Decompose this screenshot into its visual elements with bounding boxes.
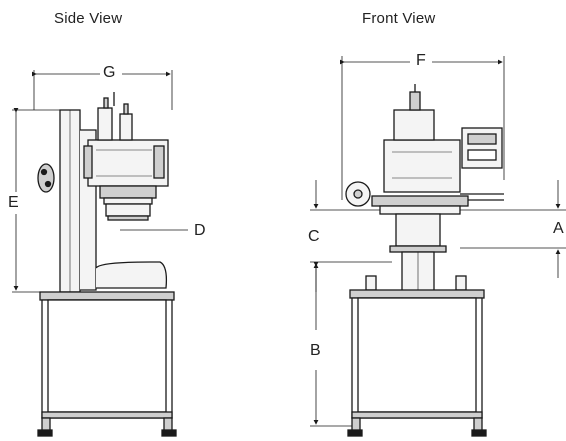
side-view-drawing [12,70,188,437]
side-view-title: Side View [54,10,123,27]
dimension-label-a: A [553,220,564,237]
dimension-label-d: D [194,222,206,239]
dimension-label-b: B [310,342,321,359]
front-view-title: Front View [362,10,436,27]
dimension-label-c: C [308,228,320,245]
front-view-drawing [310,56,566,437]
dimension-label-g: G [103,64,116,81]
dimension-label-e: E [8,194,19,211]
dimension-label-f: F [416,52,426,69]
